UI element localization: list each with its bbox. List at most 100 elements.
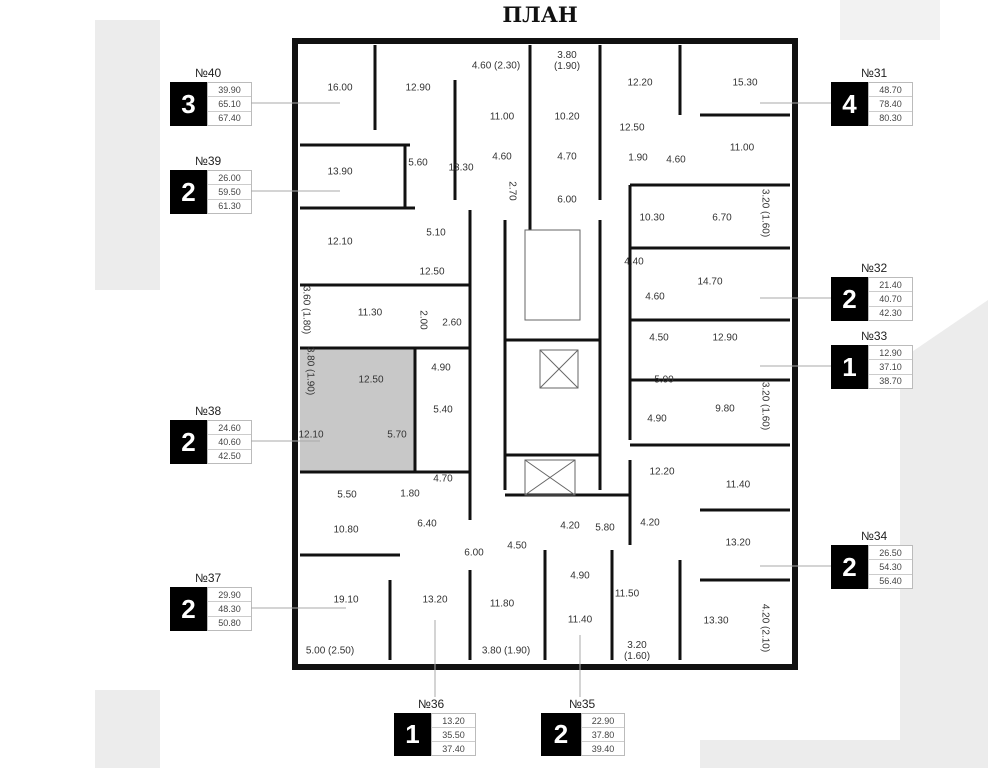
room-count: 3 — [170, 82, 207, 126]
room-area: 4.20 — [560, 520, 580, 532]
total-area: 40.60 — [208, 435, 251, 450]
room-area: 16.00 — [327, 82, 353, 94]
balcony-area: 4.60 (2.30) — [471, 60, 521, 72]
room-area: 5.60 — [408, 157, 428, 169]
balcony-area: 4.20 (2.10) — [759, 603, 771, 653]
room-area: 12.90 — [712, 332, 738, 344]
apartment-number: №40 — [195, 66, 222, 80]
room-area: 4.50 — [649, 332, 669, 344]
room-count: 2 — [170, 170, 207, 214]
room-count: 2 — [831, 545, 868, 589]
room-area: 2.70 — [506, 181, 518, 201]
room-area: 13.20 — [422, 594, 448, 606]
total-area: 37.10 — [869, 360, 912, 375]
total-area-with-balcony: 39.40 — [591, 743, 615, 754]
room-area: 5.50 — [337, 489, 357, 501]
total-area-with-balcony: 56.40 — [879, 576, 902, 587]
room-area: 12.10 — [298, 429, 324, 441]
room-area: 11.50 — [614, 588, 640, 600]
balcony-area: 3.80 (1.90) — [304, 346, 316, 396]
room-area: 13.30 — [448, 162, 474, 174]
apartment-number: №39 — [195, 154, 222, 168]
balcony-area: 5.00 (2.50) — [305, 645, 355, 657]
room-area: 6.40 — [417, 518, 437, 530]
room-area: 6.00 — [464, 547, 484, 559]
room-area: 14.70 — [697, 276, 723, 288]
room-area: 12.10 — [327, 236, 353, 248]
total-area-with-balcony: 42.50 — [218, 451, 241, 462]
apartment-38-highlight — [300, 348, 416, 472]
living-area: 24.60 — [208, 421, 251, 436]
room-area: 10.80 — [333, 524, 359, 536]
room-area: 4.50 — [507, 540, 527, 552]
total-area: 48.30 — [208, 602, 251, 617]
living-area: 12.90 — [869, 346, 912, 361]
room-area: 5.70 — [387, 429, 407, 441]
total-area: 78.40 — [869, 97, 912, 112]
room-area: 11.80 — [489, 598, 515, 610]
room-area: 4.40 — [624, 256, 644, 268]
balcony-area: 3.80 (1.90) — [553, 50, 581, 72]
total-area-with-balcony: 37.40 — [442, 743, 465, 754]
total-area: 40.70 — [869, 292, 912, 307]
room-count: 2 — [541, 713, 581, 756]
room-area: 12.50 — [619, 122, 645, 134]
balcony-area: 3.20 (1.60) — [759, 188, 771, 238]
room-area: 4.60 — [492, 151, 512, 163]
plan-title: ПЛАН — [502, 2, 578, 27]
apartment-number: №37 — [195, 571, 222, 585]
room-area: 13.30 — [703, 615, 729, 627]
living-area: 22.90 — [582, 714, 624, 728]
total-area: 37.80 — [582, 728, 624, 742]
room-area: 5.10 — [426, 227, 446, 239]
room-area: 10.30 — [639, 212, 665, 224]
room-area: 11.00 — [729, 142, 755, 154]
balcony-area: 3.20 (1.60) — [759, 381, 771, 431]
total-area-with-balcony: 42.30 — [879, 308, 902, 319]
room-area: 12.50 — [358, 374, 384, 386]
apartment-number: №34 — [861, 529, 888, 543]
room-area: 5.40 — [433, 404, 453, 416]
living-area: 39.90 — [208, 83, 251, 98]
total-area-with-balcony: 80.30 — [879, 113, 902, 124]
room-area: 19.10 — [333, 594, 359, 606]
room-area: 1.90 — [628, 152, 648, 164]
room-area: 4.60 — [666, 154, 686, 166]
apartment-number: №36 — [418, 697, 445, 711]
total-area-with-balcony: 61.30 — [218, 201, 241, 212]
room-area: 11.40 — [725, 479, 751, 491]
room-count: 2 — [170, 587, 207, 631]
total-area: 54.30 — [869, 560, 912, 575]
room-area: 4.70 — [433, 473, 453, 485]
room-count: 2 — [170, 420, 207, 464]
room-area: 4.90 — [570, 570, 590, 582]
apartment-number: №33 — [861, 329, 888, 343]
balcony-area: 3.80 (1.90) — [481, 645, 531, 657]
outer-wall — [292, 38, 798, 670]
room-area: 2.00 — [417, 310, 429, 330]
room-area: 12.90 — [405, 82, 431, 94]
total-area: 35.50 — [432, 728, 475, 742]
apartment-number: №32 — [861, 261, 888, 275]
room-area: 11.00 — [489, 111, 515, 123]
room-area: 13.20 — [725, 537, 751, 549]
living-area: 21.40 — [869, 278, 912, 293]
room-area: 12.20 — [627, 77, 653, 89]
room-area: 4.20 — [640, 517, 660, 529]
living-area: 13.20 — [432, 714, 475, 728]
room-area: 15.30 — [732, 77, 758, 89]
apartment-number: №38 — [195, 404, 222, 418]
room-count: 1 — [394, 713, 431, 756]
room-area: 4.90 — [647, 413, 667, 425]
